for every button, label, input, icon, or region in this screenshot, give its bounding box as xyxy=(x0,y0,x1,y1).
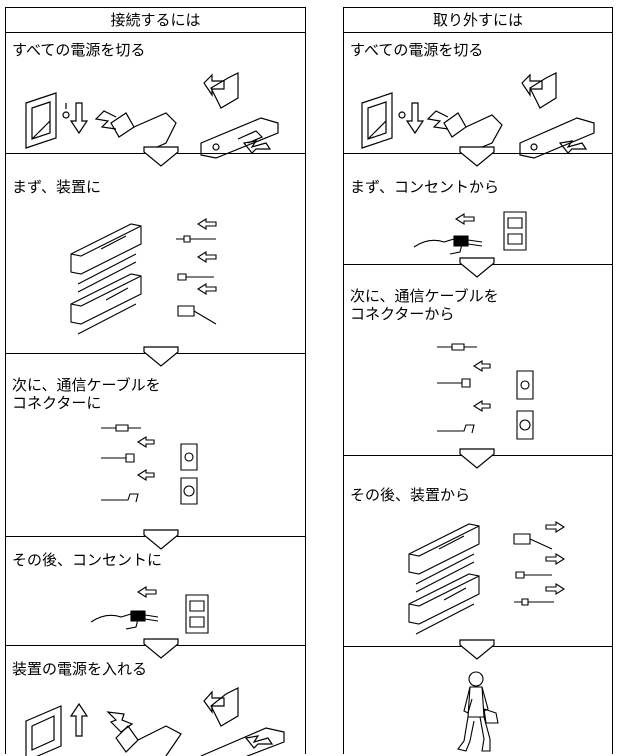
disconnect-step-1: すべての電源を切る xyxy=(344,33,612,153)
connect-title: 接続するには xyxy=(6,8,305,33)
device-ports-illustration xyxy=(404,514,604,644)
power-switch-off-illustration xyxy=(352,63,607,153)
down-arrow-icon xyxy=(452,146,502,168)
connect-step-2: まず、装置に xyxy=(6,154,305,354)
step-label: すべての電源を切る xyxy=(350,41,484,59)
step-label: 次に、通信ケーブルを コネクターに xyxy=(12,376,161,412)
step-label: まず、装置に xyxy=(12,178,101,196)
connect-step-3: 次に、通信ケーブルを コネクターに xyxy=(6,354,305,536)
device-ports-illustration xyxy=(66,214,266,354)
step-label: すべての電源を切る xyxy=(12,41,146,59)
disconnect-final xyxy=(344,647,612,755)
down-arrow-icon xyxy=(136,346,186,368)
connect-step-1: すべての電源を切る xyxy=(6,33,305,153)
connect-step-5: 装置の電源を入れる xyxy=(6,646,305,756)
disconnect-column: 取り外すには すべての電源を切る まず、 xyxy=(343,7,613,754)
step-label: その後、コンセントに xyxy=(12,551,163,569)
outlet-plug-illustration xyxy=(404,202,564,262)
disconnect-title: 取り外すには xyxy=(344,8,612,33)
step-label: 次に、通信ケーブルを コネクターから xyxy=(350,287,499,323)
step-label: 装置の電源を入れる xyxy=(12,660,148,678)
outlet-plug-illustration xyxy=(86,577,226,645)
disconnect-step-2: まず、コンセントから xyxy=(344,154,612,264)
connect-step-4: その後、コンセントに xyxy=(6,537,305,645)
step-label: まず、コンセントから xyxy=(350,178,499,196)
cable-connectors-illustration xyxy=(96,420,226,520)
connect-column: 接続するには すべての電源を切る xyxy=(5,7,306,754)
power-switch-on-illustration xyxy=(16,676,301,756)
down-arrow-icon xyxy=(136,146,186,168)
down-arrow-icon xyxy=(136,529,186,551)
step-label: その後、装置から xyxy=(350,486,471,504)
down-arrow-icon xyxy=(452,639,502,661)
cable-connectors-illustration xyxy=(432,339,562,449)
disconnect-step-4: その後、装置から xyxy=(344,456,612,646)
down-arrow-icon xyxy=(452,448,502,470)
power-switch-off-illustration xyxy=(16,63,296,153)
disconnect-step-3: 次に、通信ケーブルを コネクターから xyxy=(344,265,612,455)
down-arrow-icon xyxy=(452,257,502,279)
down-arrow-icon xyxy=(136,638,186,660)
person-walking-illustration xyxy=(446,669,516,755)
